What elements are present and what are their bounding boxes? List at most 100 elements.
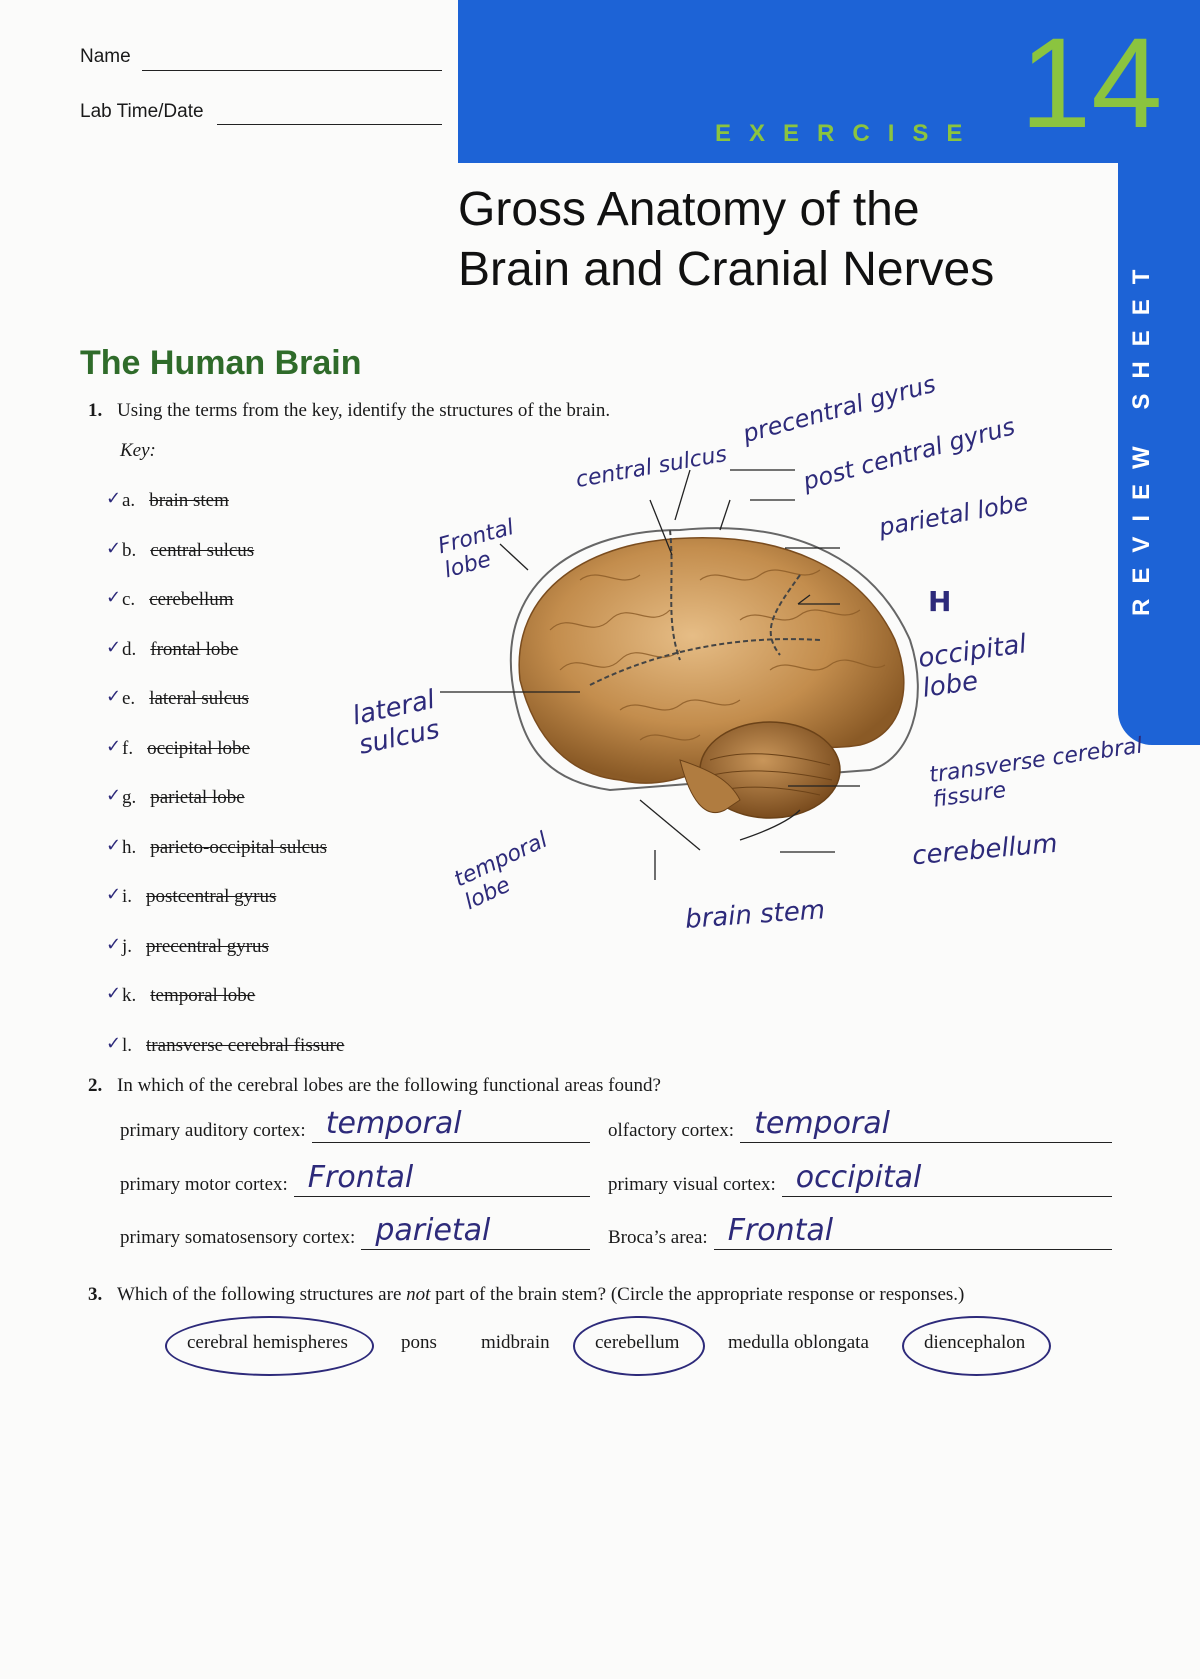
question-3: 3. Which of the following structures are…: [88, 1284, 964, 1306]
question-2-prompt: In which of the cerebral lobes are the f…: [117, 1075, 661, 1096]
key-item-term: postcentral gyrus: [146, 886, 277, 907]
answer-line[interactable]: [361, 1249, 590, 1250]
key-item: ✓f. occipital lobe: [106, 736, 250, 760]
parieto-occipital-line: [769, 574, 801, 656]
check-mark: ✓: [106, 537, 122, 559]
key-item-letter: f.: [122, 737, 134, 759]
answer-circle: [902, 1316, 1052, 1376]
key-item: ✓l. transverse cerebral fissure: [106, 1033, 345, 1057]
key-item-letter: j.: [122, 935, 133, 957]
key-item-letter: c.: [122, 589, 136, 610]
key-item-term: parietal lobe: [150, 787, 245, 808]
key-item-term: lateral sulcus: [149, 688, 249, 709]
brain-stem-option[interactable]: medulla oblongata: [728, 1332, 869, 1353]
handwritten-answer: temporal: [754, 1106, 890, 1141]
question-1: 1. Using the terms from the key, identif…: [88, 400, 610, 422]
gyri-texture: [549, 569, 886, 741]
check-mark: ✓: [106, 1032, 122, 1054]
question-3-prompt-italic: not: [406, 1284, 431, 1305]
key-item: ✓d.frontal lobe: [106, 637, 238, 661]
key-item-letter: b.: [122, 539, 137, 561]
question-1-number: 1.: [88, 400, 103, 421]
answer-line[interactable]: [781, 1196, 1112, 1197]
handwritten-answer: occipital: [795, 1160, 922, 1195]
key-item-term: parieto-occipital sulcus: [150, 836, 327, 858]
central-sulcus-line: [669, 529, 681, 661]
check-mark: ✓: [106, 884, 122, 905]
question-2: 2. In which of the cerebral lobes are th…: [88, 1075, 661, 1097]
check-mark: ✓: [106, 686, 122, 707]
section-heading: The Human Brain: [80, 344, 362, 382]
answer-line[interactable]: [293, 1196, 590, 1197]
check-mark: ✓: [106, 636, 122, 658]
brain-stem: [679, 759, 741, 813]
key-item-term: central sulcus: [150, 539, 255, 561]
key-item-term: transverse cerebral fissure: [146, 1034, 345, 1056]
key-item: ✓g. parietal lobe: [106, 785, 245, 809]
check-mark: ✓: [106, 735, 122, 757]
lab-time-field[interactable]: [217, 124, 442, 125]
brain-outline: [509, 527, 919, 792]
functional-area-label: primary visual cortex:: [608, 1174, 776, 1195]
question-1-prompt: Using the terms from the key, identify t…: [117, 400, 611, 421]
check-mark: ✓: [106, 488, 122, 509]
page-title: Gross Anatomy of the Brain and Cranial N…: [458, 183, 995, 296]
key-label: Key:: [120, 440, 156, 461]
check-mark: ✓: [106, 587, 122, 608]
answer-circle: [165, 1316, 374, 1376]
review-sheet-tab: [1118, 160, 1200, 745]
key-item-letter: i.: [122, 886, 133, 907]
key-item: ✓c. cerebellum: [106, 587, 234, 611]
cerebrum: [518, 537, 905, 784]
key-item: ✓b. central sulcus: [106, 538, 255, 562]
functional-area-label: Broca’s area:: [608, 1227, 708, 1248]
answer-circle: [573, 1316, 706, 1376]
answer-line[interactable]: [713, 1249, 1112, 1250]
key-item-letter: d.: [122, 638, 137, 660]
exercise-banner: [458, 0, 1200, 163]
name-field[interactable]: [142, 70, 442, 71]
question-2-number: 2.: [88, 1075, 103, 1096]
functional-area-label: primary somatosensory cortex:: [120, 1227, 356, 1248]
key-item-letter: l.: [122, 1034, 133, 1056]
question-3-prompt-start: Which of the following structures are: [117, 1284, 407, 1305]
functional-area-label: primary motor cortex:: [120, 1174, 288, 1195]
key-item-term: cerebellum: [149, 589, 234, 610]
brain-stem-option[interactable]: midbrain: [481, 1332, 550, 1353]
check-mark: ✓: [106, 933, 122, 955]
answer-line[interactable]: [740, 1142, 1112, 1143]
functional-area-label: primary auditory cortex:: [120, 1120, 306, 1141]
key-item-letter: e.: [122, 688, 136, 709]
question-3-number: 3.: [88, 1284, 103, 1305]
key-item-term: temporal lobe: [150, 985, 256, 1006]
key-item-letter: h.: [122, 836, 137, 858]
name-label: Name: [80, 46, 131, 67]
leader-lines: [440, 469, 860, 880]
check-mark: ✓: [106, 983, 122, 1004]
lab-time-label: Lab Time/Date: [80, 101, 204, 122]
title-area-background: [458, 163, 1118, 223]
key-item: ✓a. brain stem: [106, 488, 229, 512]
exercise-number: 14: [1020, 12, 1163, 155]
check-mark: ✓: [106, 834, 122, 856]
key-item-term: precentral gyrus: [146, 935, 269, 957]
brain-figure: [440, 469, 919, 880]
key-item-letter: g.: [122, 787, 137, 808]
handwritten-answer: parietal: [375, 1213, 491, 1248]
handwritten-answer: Frontal: [727, 1213, 834, 1248]
key-item-term: occipital lobe: [147, 737, 250, 759]
brain-stem-option[interactable]: pons: [401, 1332, 437, 1353]
question-3-prompt-end: part of the brain stem? (Circle the appr…: [430, 1284, 965, 1305]
key-item: ✓e. lateral sulcus: [106, 686, 249, 710]
key-item: ✓h. parieto-occipital sulcus: [106, 835, 327, 859]
functional-area-label: olfactory cortex:: [608, 1120, 735, 1141]
handwritten-answer: temporal: [325, 1106, 462, 1141]
check-mark: ✓: [106, 785, 122, 806]
key-item-term: brain stem: [149, 490, 229, 511]
key-item-letter: a.: [122, 490, 136, 511]
key-item: ✓i. postcentral gyrus: [106, 884, 277, 908]
exercise-label: EXERCISE: [715, 120, 981, 147]
answer-line[interactable]: [311, 1142, 590, 1143]
handwritten-answer: Frontal: [307, 1160, 414, 1195]
key-item: ✓k.temporal lobe: [106, 983, 256, 1007]
